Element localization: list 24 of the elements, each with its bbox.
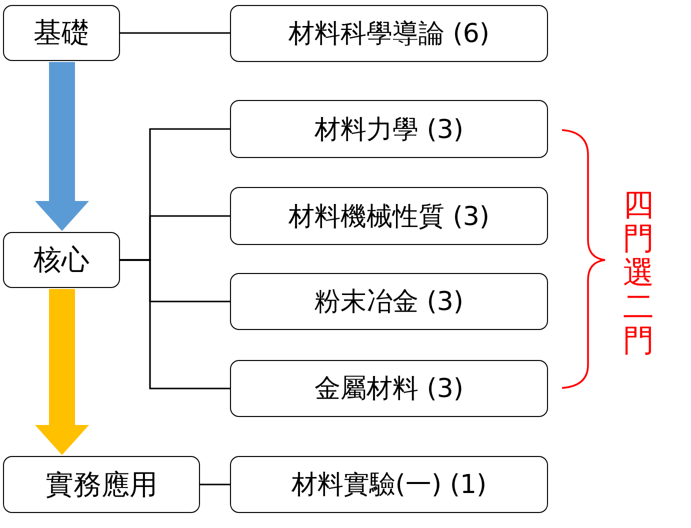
block-arrow <box>35 289 89 455</box>
text-box <box>230 456 548 513</box>
text-box <box>230 273 548 330</box>
text-box <box>230 360 548 417</box>
box-label: 材料實驗(一) (1) <box>291 469 487 502</box>
brace-label: 四門選二門 <box>623 188 654 358</box>
box-label: 材料科學導論 (6) <box>288 18 490 51</box>
text-box <box>230 5 548 62</box>
text-box <box>230 187 548 245</box>
connector-line <box>120 32 230 34</box>
box-label: 金屬材料 (3) <box>314 373 464 406</box>
text-box <box>3 232 120 288</box>
box-label: 基礎 <box>34 15 90 51</box>
connector-line <box>200 484 230 486</box>
box-label: 材料機械性質 (3) <box>288 200 490 234</box>
connector-line <box>120 259 230 390</box>
text-box <box>3 456 200 513</box>
box-label: 實務應用 <box>46 466 158 502</box>
text-box <box>230 100 548 158</box>
box-label: 粉末冶金 (3) <box>314 286 464 319</box>
text-box <box>3 5 120 61</box>
box-label: 材料力學 (3) <box>314 114 464 146</box>
block-arrow <box>35 62 89 231</box>
box-label: 核心 <box>34 242 90 278</box>
